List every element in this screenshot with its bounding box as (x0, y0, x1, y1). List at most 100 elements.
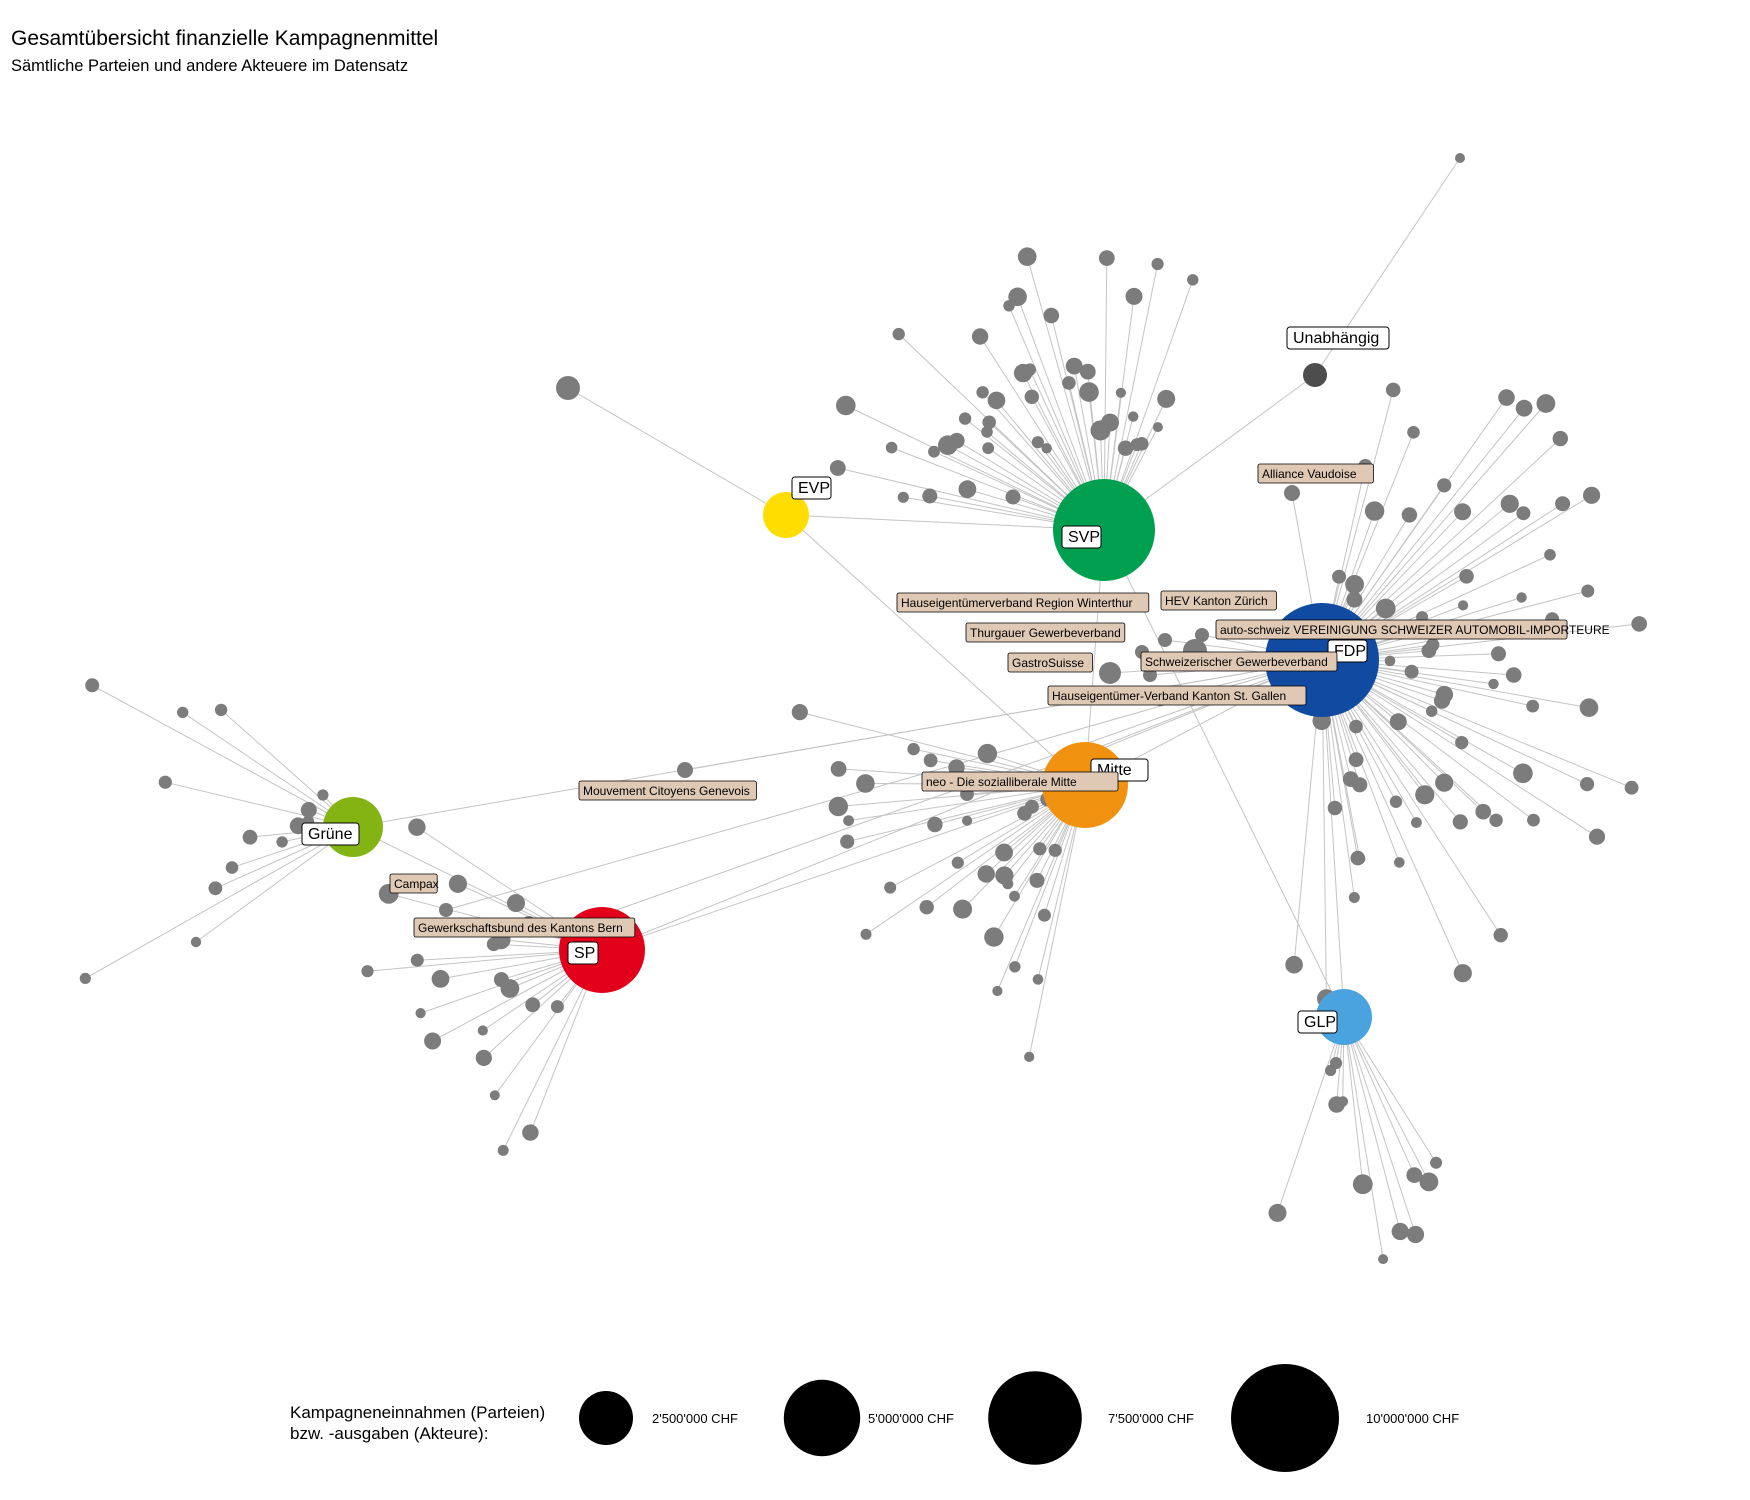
actor-node (1513, 763, 1533, 784)
actor-node (1134, 437, 1149, 451)
actor-node (958, 412, 972, 425)
actor-node (1098, 250, 1115, 266)
actor-node (1099, 662, 1121, 684)
actor-node (1500, 494, 1519, 513)
actor-node (977, 865, 995, 883)
party-node-evp (763, 492, 809, 538)
actor-node (1037, 908, 1051, 922)
party-label-box (1327, 639, 1368, 663)
actor-node (923, 753, 938, 768)
actor-node (958, 480, 977, 499)
actor-label-box (1047, 685, 1307, 706)
actor-node (1364, 501, 1385, 521)
actor-node (949, 432, 965, 449)
actor-label: Gewerkschaftsbund des Kantons Bern (418, 921, 623, 935)
actor-node (1411, 817, 1422, 828)
actor-label-box (921, 771, 1119, 792)
actor-node (361, 965, 374, 978)
actor-node (1421, 643, 1437, 659)
actor-node (1348, 752, 1364, 768)
actor-node (1491, 646, 1506, 662)
edge (1321, 659, 1464, 974)
actor-node (1327, 800, 1343, 816)
actor-node (1349, 719, 1363, 734)
actor-label-box (1160, 590, 1277, 611)
actor-node (1515, 399, 1533, 417)
actor-node (1579, 698, 1599, 717)
actor-node (1009, 890, 1020, 902)
actor-node (1555, 496, 1571, 512)
party-label-box (1061, 525, 1102, 549)
actor-node (317, 789, 329, 801)
party-label-box (567, 941, 599, 965)
actor-node (1125, 287, 1143, 305)
actor-node (919, 900, 934, 915)
actor-node (424, 1032, 442, 1050)
actor-label-box (1140, 651, 1338, 672)
actor-node (477, 1025, 488, 1036)
actor-node (856, 774, 875, 793)
actor-node (1065, 357, 1083, 375)
actor-node (475, 1049, 492, 1066)
actor-node (1455, 153, 1465, 163)
actor-node (885, 441, 898, 454)
edge (1343, 1016, 1437, 1163)
actor-node (177, 706, 189, 719)
actor-node (1516, 506, 1531, 521)
actor-label: Schweizerischer Gewerbeverband (1145, 655, 1328, 669)
actor-label: Alliance Vaudoise (1262, 467, 1357, 481)
edge (1277, 1016, 1345, 1214)
actor-node (1328, 1096, 1345, 1113)
actor-node (1583, 486, 1601, 504)
party-label-svp: SVP (1068, 529, 1100, 546)
edge (85, 826, 354, 979)
party-label-unabh: Unabhängig (1293, 330, 1379, 347)
actor-label: Mouvement Citoyens Genevois (583, 784, 750, 798)
actor-node (1526, 699, 1540, 713)
edge (1343, 1016, 1364, 1185)
actor-node (1489, 813, 1503, 827)
actor-node (497, 1144, 509, 1156)
actor-node (1455, 736, 1469, 750)
actor-node (408, 818, 426, 836)
actor-label-box (413, 917, 636, 938)
actor-node (1115, 387, 1126, 398)
actor-node (1285, 955, 1303, 974)
actor-node (677, 762, 693, 778)
edge (865, 784, 1086, 935)
actor-node (1005, 489, 1021, 505)
actor-node (1284, 485, 1300, 501)
party-label-glp: GLP (1304, 1014, 1336, 1031)
actor-node (1158, 633, 1172, 647)
actor-label: Hauseigentümer-Verband Kanton St. Gallen (1052, 689, 1286, 703)
legend-circle (1231, 1364, 1339, 1472)
actor-node (897, 491, 909, 503)
edge (1343, 1016, 1401, 1232)
actor-node (79, 972, 91, 985)
actor-label: Hauseigentümerverband Region Winterthur (901, 596, 1132, 610)
actor-node (493, 972, 509, 988)
actor-node (1008, 287, 1027, 307)
actor-label: neo - Die sozialliberale Mitte (926, 775, 1077, 789)
party-label-fdp: FDP (1334, 643, 1366, 660)
actor-node (1151, 257, 1164, 271)
actor-node (828, 796, 848, 817)
actor-node (1385, 382, 1401, 398)
edge (601, 659, 1323, 951)
actor-node (928, 445, 940, 458)
actor-node (1033, 842, 1047, 856)
actor-node (1152, 422, 1163, 433)
actor-node (1552, 430, 1569, 447)
actor-node (982, 442, 995, 455)
actor-node (1624, 780, 1639, 795)
actor-node (1101, 413, 1119, 432)
actor-node (276, 836, 288, 848)
actor-node (1128, 411, 1139, 422)
edge (1028, 784, 1086, 1058)
actor-node (830, 761, 847, 777)
actor-node (448, 874, 467, 893)
actor-node (1454, 503, 1472, 521)
actor-node (1342, 771, 1359, 787)
actor-node (85, 678, 100, 693)
actor-label-box (578, 780, 757, 801)
